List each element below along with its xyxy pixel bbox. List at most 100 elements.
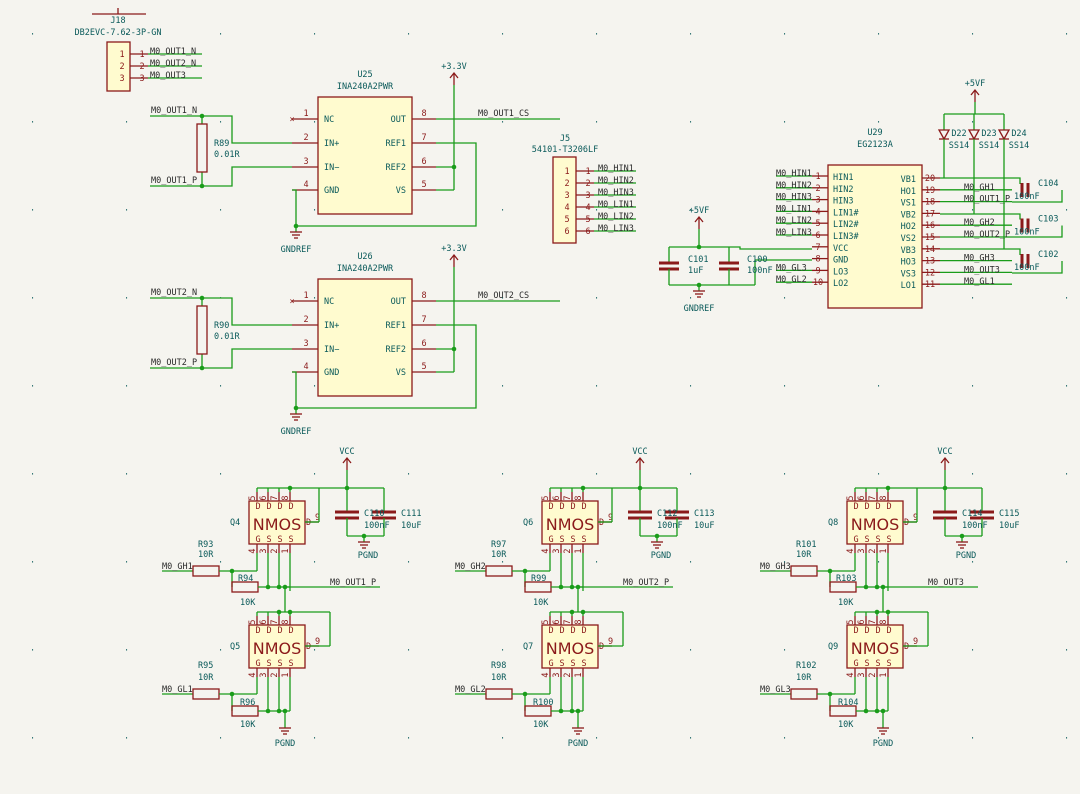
u29-net-label: M0_LIN3 [776,228,812,238]
ina-net-label: M0_OUT1_N [151,106,197,116]
pin-number: 1 [879,548,889,553]
grid-mark: · [30,294,35,304]
diode-value: SS14 [1009,141,1029,151]
pin-number: 4 [541,672,551,677]
u29-pin-number: 1 [815,172,820,182]
drain-label: D [266,626,271,636]
j5-body [552,156,577,244]
ina-pin-name: IN+ [324,139,339,149]
pin-number: 7 [563,619,573,624]
diode-ref: D22 [951,129,966,139]
resistor-ref: R96 [240,698,255,708]
resistor-ref: R103 [836,574,856,584]
diode-symbol [937,129,951,141]
nmos-ref: Q8 [828,518,838,528]
u29-ref: U29 [867,128,882,138]
cap-ref: C101 [688,255,708,265]
pin-number: 3 [857,548,867,553]
phase-net-label: M0_OUT1_P [330,578,376,588]
u29-net-label: M0_LIN2 [776,216,812,226]
ina-pin-name: GND [324,186,339,196]
pin-letter: S [886,659,891,669]
ina-pin-number: 2 [303,315,308,325]
gate-resistor [192,688,220,700]
power-label: +5VF [965,79,985,89]
pin-letter: S [864,659,869,669]
j5-pin-number: 5 [564,215,569,225]
grid-mark: · [1064,646,1069,656]
u29-pin-name: LO2 [833,279,848,289]
cap-value: 100nF [962,521,988,531]
resistor-value: 0.01R [214,332,240,342]
grid-mark: · [312,734,317,744]
gate-resistor [790,565,818,577]
grid-mark: · [124,294,129,304]
power-arrow-head [970,88,980,96]
u29-pin-name: VCC [833,244,848,254]
resistor-value: 10K [533,720,549,730]
nc-mark: × [289,115,294,125]
pgnd-label: PGND [873,739,893,749]
pin-letter: G [548,659,553,669]
u29-pin-number: 7 [815,243,820,253]
u29-pin-number: 16 [925,221,935,231]
diode-symbol [967,129,981,141]
u29-pin-name: HO3 [901,258,916,268]
drain-label: D [277,502,282,512]
grid-mark: · [406,30,411,40]
grid-mark: · [782,30,787,40]
u29-pin-name: HO2 [901,222,916,232]
grid-mark: · [876,118,881,128]
u29-net-label: M0_GL1 [964,277,995,287]
wire [292,142,477,227]
gnd-label: GNDREF [281,427,312,437]
wire [1012,190,1063,203]
j18-pin-number: 1 [119,50,124,60]
cap-value: 100nF [1014,263,1040,273]
resistor-value: 10K [838,598,854,608]
gate-net-label: M0_GL2 [455,685,486,695]
ina-pin-name: OUT [391,297,406,307]
grid-mark: · [688,382,693,392]
junction [199,183,205,189]
grid-mark: · [500,118,505,128]
gnd-label: GNDREF [684,304,715,314]
j18-value: DB2EVC-7.62-3P-GN [75,28,162,38]
nmos-ref: Q9 [828,642,838,652]
grid-mark: · [500,470,505,480]
u29-pin-number: 13 [925,257,935,267]
grid-mark: · [500,206,505,216]
nc-mark: × [289,297,294,307]
drain-label: D [904,518,909,528]
ina240-body [317,278,413,397]
junction [580,609,586,615]
ina-net-label: M0_OUT1_CS [478,109,529,119]
grid-mark: · [500,558,505,568]
pin-letter: G [255,535,260,545]
drain-label: D [548,626,553,636]
grid-mark: · [406,558,411,568]
drain-label: D [599,642,604,652]
pin-number: 3 [259,672,269,677]
grid-mark: · [594,206,599,216]
pin-number: 6 [857,619,867,624]
grid-mark: · [594,30,599,40]
u29-pin-number: 19 [925,186,935,196]
grid-mark: · [1064,30,1069,40]
drain-label: D [266,502,271,512]
resistor [196,123,208,173]
u29-pin-number: 14 [925,245,935,255]
resistor-ref: R98 [491,661,506,671]
pin-number: 9 [913,513,918,523]
pin-letter: G [853,659,858,669]
ina-pin-number: 7 [421,315,426,325]
ina-pin-number: 5 [421,180,426,190]
pin-letter: S [277,535,282,545]
pin-number: 2 [868,548,878,553]
resistor-ref: R99 [531,574,546,584]
pin-number: 8 [879,619,889,624]
pin-number: 5 [248,619,258,624]
grid-mark: · [312,470,317,480]
ina-value: INA240A2PWR [337,82,394,92]
u29-pin-name: VB2 [901,210,916,220]
